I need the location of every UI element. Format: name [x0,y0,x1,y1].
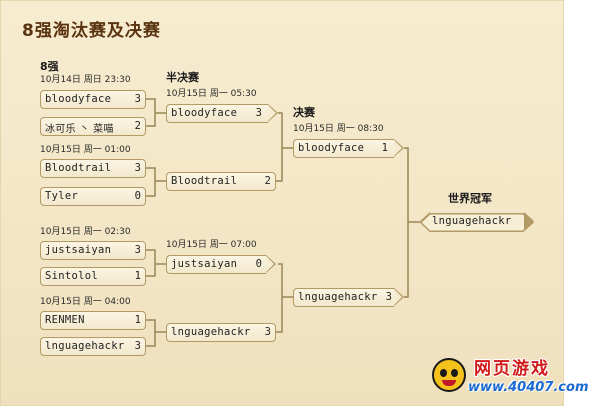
player-name: lnguagehackr [298,291,378,303]
logo-url: www.40407.com [468,380,589,395]
player-score: 3 [134,93,141,105]
match-time-r8-1: 10月14日 周日 23:30 [40,75,131,85]
match-time-final: 10月15日 周一 08:30 [293,124,384,134]
round-label-r8: 8强 [40,60,59,73]
player-slot[interactable]: Bloodtrail 2 [166,172,276,191]
player-slot[interactable]: bloodyface 3 [166,103,278,123]
player-score: 3 [134,340,141,352]
player-name: 冰可乐 丶 菜喵 [45,124,114,135]
round-label-final: 决赛 [293,106,315,119]
player-score: 1 [134,314,141,326]
match-time-r8-2: 10月15日 周一 01:00 [40,145,131,155]
player-slot[interactable]: 冰可乐 丶 菜喵 2 [40,117,146,136]
player-name: bloodyface [171,107,238,119]
player-slot[interactable]: lnguagehackr 3 [293,287,404,307]
match-time-semi-2: 10月15日 周一 07:00 [166,240,257,250]
champion-name: lnguagehackr [432,215,512,227]
player-slot[interactable]: bloodyface 3 [40,90,146,109]
match-time-r8-4: 10月15日 周一 04:00 [40,297,131,307]
round-label-champion: 世界冠军 [448,192,492,205]
player-name: Tyler [45,190,79,202]
player-name: bloodyface [45,93,112,105]
player-name: Bloodtrail [171,175,238,187]
round-label-semi: 半决赛 [166,71,199,84]
logo-title: 网页游戏 [474,359,550,379]
player-score: 2 [264,175,271,187]
player-score: 2 [134,120,141,132]
site-logo[interactable]: 网页游戏 www.40407.com [430,352,589,402]
player-slot[interactable]: RENMEN 1 [40,311,146,330]
bracket-connector-lines [146,98,420,347]
player-name: lnguagehackr [171,326,251,338]
champion-frame [419,213,535,232]
player-score: 3 [385,291,392,303]
player-name: Sintolol [45,270,98,282]
mascot-icon [432,358,466,392]
player-name: justsaiyan [171,258,238,270]
match-time-semi-1: 10月15日 周一 05:30 [166,89,257,99]
player-name: justsaiyan [45,244,112,256]
player-name: lnguagehackr [45,340,125,352]
player-score: 3 [134,244,141,256]
player-slot[interactable]: justsaiyan 3 [40,241,146,260]
player-score: 3 [264,326,271,338]
player-slot[interactable]: justsaiyan 0 [166,254,276,274]
player-score: 1 [381,142,388,154]
player-slot[interactable]: Sintolol 1 [40,267,146,286]
player-score: 0 [134,190,141,202]
player-score: 1 [134,270,141,282]
player-slot[interactable]: lnguagehackr 3 [40,337,146,356]
player-slot[interactable]: Tyler 0 [40,187,146,206]
player-name: bloodyface [298,142,365,154]
player-score: 3 [255,107,262,119]
player-score: 0 [255,258,262,270]
player-slot[interactable]: lnguagehackr 3 [166,323,276,342]
match-time-r8-3: 10月15日 周一 02:30 [40,227,131,237]
player-slot[interactable]: bloodyface 1 [293,138,404,158]
player-name: RENMEN [45,314,85,326]
page-title: 8强淘汰赛及决赛 [22,21,161,41]
player-slot[interactable]: Bloodtrail 3 [40,159,146,178]
player-score: 3 [134,162,141,174]
champion-slot[interactable]: lnguagehackr [419,211,535,232]
player-name: Bloodtrail [45,162,112,174]
